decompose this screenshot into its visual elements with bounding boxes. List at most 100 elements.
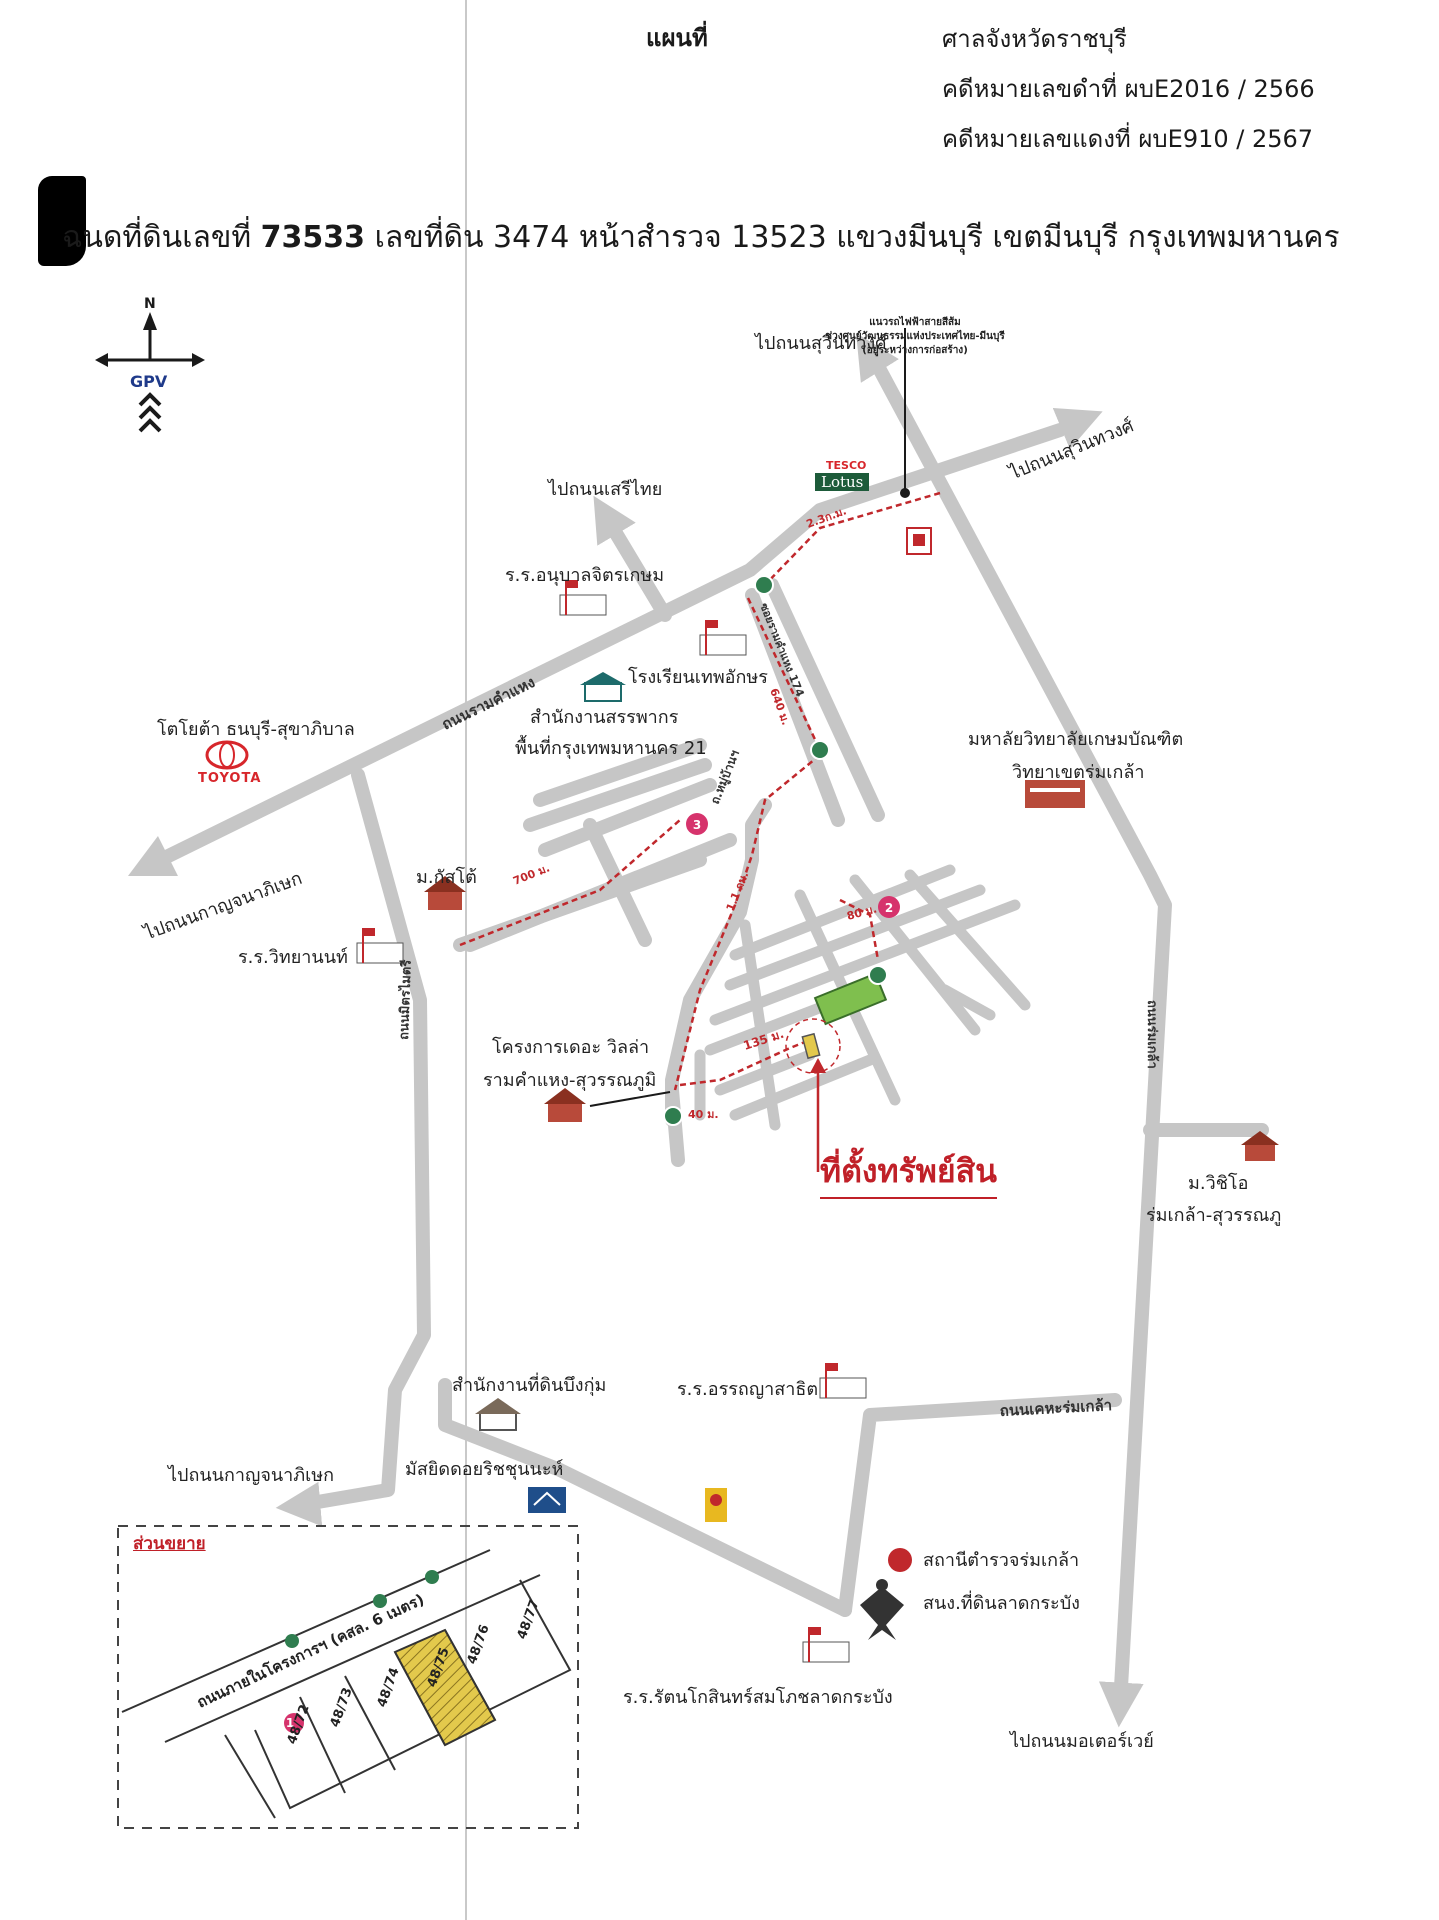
lot-48-73: 48/73: [328, 1686, 356, 1730]
route-80m: [839, 898, 880, 961]
project-parcel: [813, 972, 888, 1026]
road-rom-klao: [873, 363, 1172, 1728]
junction-marker-3: [663, 1106, 683, 1126]
road-bottom-diagonal: [438, 1378, 852, 1617]
grid-9: [849, 874, 981, 1036]
school-icon-rattanakosin: [802, 1627, 850, 1663]
road-label-muban: ถ.หมู่บ้านฯ: [708, 748, 743, 807]
garuda-icon: [860, 1579, 904, 1640]
villa-pointer: [589, 1091, 671, 1107]
marker-1-label: 1: [286, 1716, 294, 1730]
road-grid-c: [523, 758, 712, 832]
property-circle: [785, 1018, 841, 1074]
inset-property-plot: [393, 1628, 497, 1747]
school-icon-ansatya: [819, 1363, 867, 1399]
label-wittayanan: ร.ร.วิทยานนท์: [238, 947, 348, 968]
deed-number: 73533: [260, 220, 366, 255]
label-mosque: มัสยิดดอยริชชุนนะห์: [405, 1459, 564, 1480]
label-land-office: สำนักงานที่ดินบึงกุ่ม: [452, 1375, 607, 1396]
shrine-icon: [906, 527, 932, 555]
marker-3-icon: [686, 813, 708, 835]
distance-40m: 40 ม.: [688, 1108, 719, 1121]
dest-motorway: ไปถนนมอเตอร์เวย์: [1010, 1731, 1154, 1752]
redaction-mark: [38, 176, 86, 266]
road-grid-d: [538, 778, 717, 857]
road-mit-mai: [293, 768, 431, 1512]
distance-700m: 700 ม.: [511, 861, 551, 887]
route-700m: [459, 819, 681, 947]
toyota-logo-icon: [205, 740, 249, 770]
arrow-suwinthawong-top: [856, 333, 899, 383]
label-thep-akson: โรงเรียนเทพอักษร: [628, 667, 768, 688]
junction-marker-1: [754, 575, 774, 595]
lotus-label: Lotus: [815, 473, 870, 491]
label-vichio-2: ร่มเกล้า-สุวรรณภู: [1146, 1205, 1282, 1226]
revenue-office-icon: [580, 672, 626, 702]
lot-48-77: 48/77: [515, 1598, 543, 1642]
road-grid-b: [533, 738, 707, 807]
route-640m: [746, 597, 822, 751]
house-icon-vichio: [1241, 1131, 1279, 1161]
road-soi-174: [745, 588, 845, 827]
dest-suwinthawong-top: ไปถนนสุวินทวงศ์: [755, 333, 887, 354]
grid-11: [939, 984, 996, 1021]
label-revenue-2: พื้นที่กรุงเทพมหานคร 21: [515, 738, 707, 759]
deed-prefix: ฉนดที่ดินเลขที่: [62, 220, 261, 255]
deed-line: ฉนดที่ดินเลขที่ 73533 เลขที่ดิน 3474 หน้…: [62, 214, 1340, 261]
case-info: ศาลจังหวัดราชบุรี คดีหมายเลขดำที่ ผบE201…: [942, 14, 1315, 164]
road-ket-rom-klao: [838, 1393, 1122, 1617]
label-rattanakosin: ร.ร.รัตนโกสินทร์สมโภชลาดกระบัง: [623, 1687, 893, 1708]
label-ansatya: ร.ร.อรรถญาสาธิต: [677, 1379, 819, 1400]
arrow-kanchanaphisek-bottom: [275, 1481, 323, 1527]
grid-3: [709, 899, 1021, 1026]
dest-kanchanaphisek-bottom: ไปถนนกาญจนาภิเษก: [168, 1465, 335, 1486]
label-toyota: โตโยต้า ธนบุรี-สุขาภิบาล: [157, 719, 355, 740]
road-label-mit-mai: ถนนมิตรไมตรี: [395, 959, 415, 1040]
gpv-logo: GPV: [130, 372, 168, 391]
junction-marker-2: [810, 740, 830, 760]
orange-line-note: แนวรถไฟฟ้าสายสีส้ม ช่วงศูนย์วัฒนธรรมแห่ง…: [795, 316, 1035, 358]
label-revenue-1: สำนักงานสรรพากร: [530, 707, 679, 728]
black-case-number: คดีหมายเลขดำที่ ผบE2016 / 2566: [942, 75, 1315, 103]
road-label-ramkhamhaeng: ถนนรามคำแหง: [439, 673, 538, 734]
label-vichio-1: ม.วิชิโอ: [1188, 1173, 1249, 1194]
map-title: แผนที่: [646, 24, 708, 52]
fold-line: [465, 0, 467, 1920]
arrow-suwinthawong-right: [1052, 407, 1103, 450]
road-grid-f: [453, 853, 707, 952]
land-office-icon: [475, 1398, 521, 1431]
label-kasetbundit-1: มหาลัยวิทยาลัยเกษมบัณฑิต: [968, 729, 1184, 750]
marker-2-label: 2: [885, 901, 893, 915]
school-icon-wittayanan: [356, 928, 404, 964]
label-villa-1: โครงการเดอะ วิลล่า: [492, 1037, 650, 1058]
house-icon-villa: [544, 1088, 586, 1122]
university-icon: [1025, 780, 1085, 808]
label-kasetbundit-2: วิทยาเขตร่มเกล้า: [1012, 762, 1145, 783]
marker-3-label: 3: [693, 818, 701, 832]
orange-line-note-3: (อยู่ระหว่างการก่อสร้าง): [862, 345, 968, 356]
police-marker-icon: [888, 1548, 912, 1572]
tesco-label: TESCO: [826, 459, 867, 472]
school-icon-anuban: [559, 580, 607, 616]
dest-serithai: ไปถนนเสรีไทย: [548, 479, 663, 500]
label-police: สถานีตำรวจร่มเกล้า: [923, 1550, 1080, 1571]
compass-north: N: [144, 296, 156, 312]
compass-icon: [95, 312, 205, 433]
grid-10: [904, 869, 1031, 1011]
court-name: ศาลจังหวัดราชบุรี: [942, 25, 1127, 53]
inset-frame: [117, 1525, 579, 1829]
inset-markers: [285, 1570, 439, 1648]
mosque-icon: [528, 1487, 566, 1513]
grid-6: [729, 1054, 876, 1121]
route-2-3km: [759, 491, 941, 591]
marker-1-icon: [284, 1713, 304, 1733]
school-icon-thepakson: [699, 620, 747, 656]
road-soi-174-b: [765, 578, 885, 822]
shop-icon: [705, 1488, 727, 1522]
property-label: ที่ตั้งทรัพย์สิน: [820, 1146, 998, 1199]
road-label-ket-rom-klao: ถนนเคหะร่มเกล้า: [999, 1396, 1112, 1420]
road-label-rom-klao: ถนนร่มเกล้า: [1144, 1000, 1160, 1069]
marker-2-icon: [878, 896, 900, 918]
route-135m: [679, 1038, 811, 1087]
toyota-brand: TOYOTA: [198, 771, 262, 786]
